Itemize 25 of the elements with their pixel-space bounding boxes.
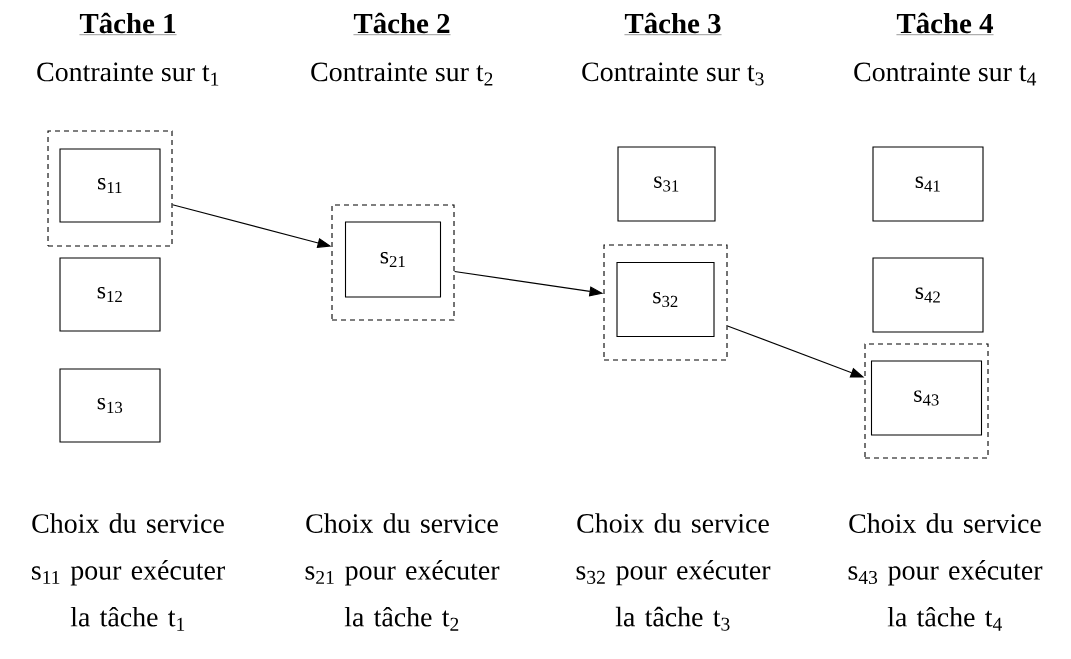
service-box: s$_{21}$: [344, 221, 442, 298]
constraint-label: Contrainte sur t$_{1}$: [37, 62, 219, 86]
service-box: s$_{12}$: [59, 257, 161, 332]
selection-box: [331, 204, 455, 321]
service-box: s$_{11}$: [59, 148, 161, 223]
column-heading: Tâche 4: [896, 12, 994, 35]
column-heading: Tâche 1: [79, 12, 177, 35]
choice-text: Choix du service s$_{43}$ pour exécuter la tâche t$_{4}$: [848, 513, 1043, 631]
selection-box: [603, 244, 728, 361]
selection-box: [864, 343, 989, 459]
service-box: s$_{43}$: [870, 360, 983, 436]
service-box: s$_{41}$: [872, 146, 984, 222]
service-box: s$_{31}$: [617, 146, 716, 222]
selection-box: [47, 130, 173, 247]
service-box: s$_{13}$: [59, 368, 161, 443]
choice-text: Choix du service s$_{21}$ pour exécuter la tâche t$_{2}$: [305, 513, 500, 631]
column-heading: Tâche 2: [353, 12, 451, 35]
choice-text: Choix du service s$_{32}$ pour exécuter la tâche t$_{3}$: [576, 513, 771, 631]
service-box: s$_{32}$: [616, 261, 715, 338]
service-box: s$_{42}$: [872, 257, 984, 333]
constraint-label: Contrainte sur t$_{3}$: [582, 62, 764, 86]
choice-text: Choix du service s$_{11}$ pour exécuter la tâche t$_{1}$: [32, 513, 225, 631]
constraint-label: Contrainte sur t$_{4}$: [854, 62, 1037, 86]
column-heading: Tâche 3: [624, 12, 722, 35]
constraint-label: Contrainte sur t$_{2}$: [311, 62, 493, 86]
